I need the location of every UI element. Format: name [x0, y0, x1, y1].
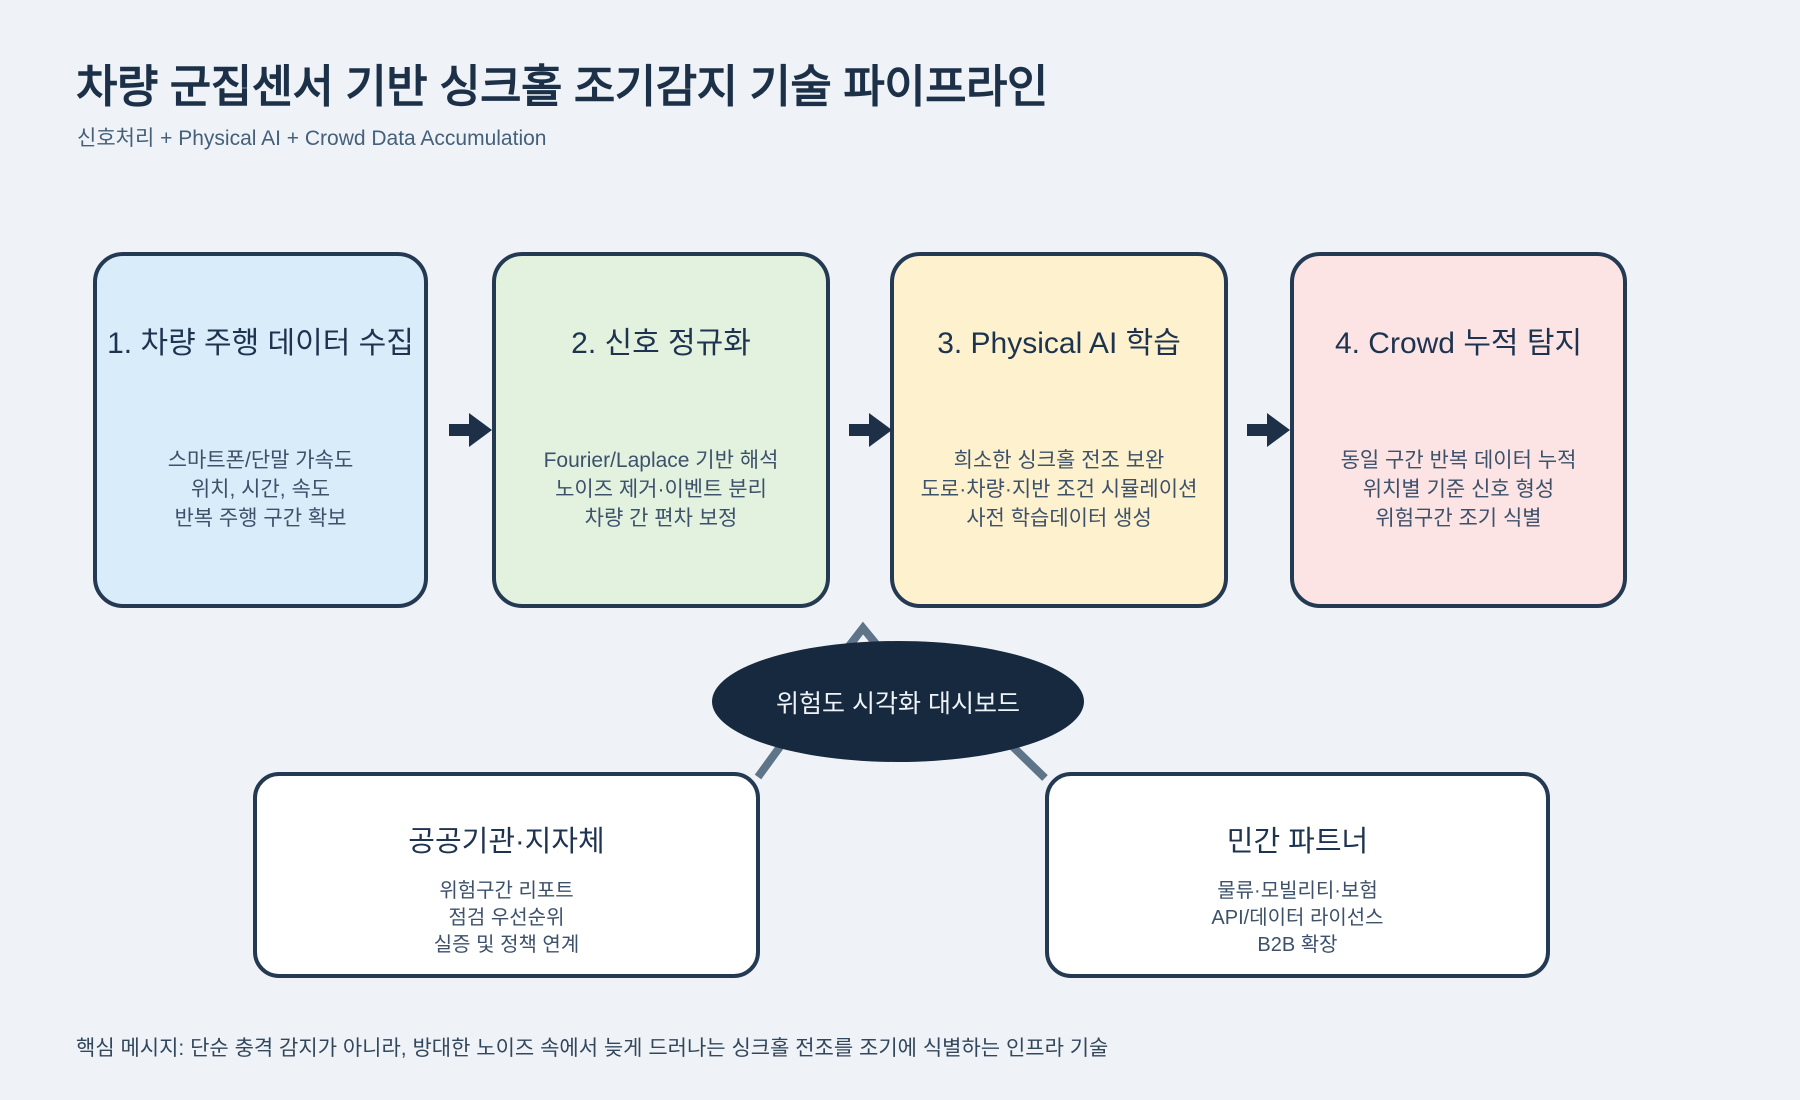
- pipeline-step-1-line-3: 반복 주행 구간 확보: [174, 507, 347, 530]
- connector-line-right: [1008, 742, 1048, 781]
- pipeline-step-3-body: 희소한 싱크홀 전조 보완 도로·차량·지반 조건 시뮬레이션 사전 학습데이터…: [894, 446, 1224, 533]
- arrow-right-icon: [449, 413, 492, 447]
- pipeline-step-4-line-3: 위험구간 조기 식별: [1375, 507, 1542, 530]
- output-private-line-2: API/데이터 라이선스: [1211, 907, 1384, 929]
- page-subtitle: 신호처리 + Physical AI + Crowd Data Accumula…: [77, 127, 547, 150]
- output-private-line-3: B2B 확장: [1257, 934, 1338, 956]
- output-public-title: 공공기관·지자체: [408, 826, 605, 858]
- pipeline-step-1-title: 1. 차량 주행 데이터 수집: [107, 327, 414, 360]
- output-private-body: 물류·모빌리티·보험 API/데이터 라이선스 B2B 확장: [1049, 878, 1546, 959]
- output-box-public: 공공기관·지자체 위험구간 리포트 점검 우선순위 실증 및 정책 연계: [253, 772, 760, 978]
- page-title: 차량 군집센서 기반 싱크홀 조기감지 기술 파이프라인: [76, 61, 1048, 112]
- output-private-line-1: 물류·모빌리티·보험: [1217, 880, 1378, 902]
- output-private-title: 민간 파트너: [1226, 826, 1369, 858]
- dashboard-label: 위험도 시각화 대시보드: [776, 689, 1020, 718]
- dashboard-ellipse: 위험도 시각화 대시보드: [712, 641, 1084, 762]
- output-public-line-1: 위험구간 리포트: [439, 880, 574, 902]
- pipeline-step-3-line-2: 도로·차량·지반 조건 시뮬레이션: [920, 478, 1198, 501]
- pipeline-step-2-line-1: Fourier/Laplace 기반 해석: [543, 449, 779, 472]
- pipeline-step-4: 4. Crowd 누적 탐지 동일 구간 반복 데이터 누적 위치별 기준 신호…: [1290, 252, 1627, 608]
- pipeline-step-2-title: 2. 신호 정규화: [571, 327, 751, 360]
- pipeline-step-1: 1. 차량 주행 데이터 수집 스마트폰/단말 가속도 위치, 시간, 속도 반…: [93, 252, 428, 608]
- pipeline-step-3-line-3: 사전 학습데이터 생성: [966, 507, 1152, 530]
- pipeline-step-2-line-3: 차량 간 편차 보정: [584, 507, 738, 530]
- pipeline-step-4-body: 동일 구간 반복 데이터 누적 위치별 기준 신호 형성 위험구간 조기 식별: [1294, 446, 1623, 533]
- pipeline-step-2: 2. 신호 정규화 Fourier/Laplace 기반 해석 노이즈 제거·이…: [492, 252, 830, 608]
- pipeline-step-3-line-1: 희소한 싱크홀 전조 보완: [953, 449, 1165, 472]
- output-public-line-2: 점검 우선순위: [448, 907, 565, 929]
- pipeline-step-3-title: 3. Physical AI 학습: [937, 327, 1181, 360]
- pipeline-step-4-line-1: 동일 구간 반복 데이터 누적: [1340, 449, 1577, 472]
- pipeline-step-1-line-2: 위치, 시간, 속도: [190, 478, 331, 501]
- pipeline-step-1-line-1: 스마트폰/단말 가속도: [167, 449, 354, 472]
- arrow-right-icon: [849, 413, 892, 447]
- pipeline-step-4-line-2: 위치별 기준 신호 형성: [1362, 478, 1555, 501]
- pipeline-step-4-title: 4. Crowd 누적 탐지: [1334, 327, 1583, 360]
- output-public-line-3: 실증 및 정책 연계: [433, 934, 580, 956]
- key-message: 핵심 메시지: 단순 충격 감지가 아니라, 방대한 노이즈 속에서 늦게 드러…: [76, 1037, 1109, 1060]
- pipeline-step-3: 3. Physical AI 학습 희소한 싱크홀 전조 보완 도로·차량·지반…: [890, 252, 1228, 608]
- connector-line-left: [754, 741, 786, 780]
- pipeline-step-2-line-2: 노이즈 제거·이벤트 분리: [555, 478, 767, 501]
- output-public-body: 위험구간 리포트 점검 우선순위 실증 및 정책 연계: [257, 878, 756, 959]
- pipeline-step-1-body: 스마트폰/단말 가속도 위치, 시간, 속도 반복 주행 구간 확보: [97, 446, 424, 533]
- arrow-right-icon: [1247, 413, 1290, 447]
- output-box-private: 민간 파트너 물류·모빌리티·보험 API/데이터 라이선스 B2B 확장: [1045, 772, 1550, 978]
- pipeline-step-2-body: Fourier/Laplace 기반 해석 노이즈 제거·이벤트 분리 차량 간…: [496, 446, 826, 533]
